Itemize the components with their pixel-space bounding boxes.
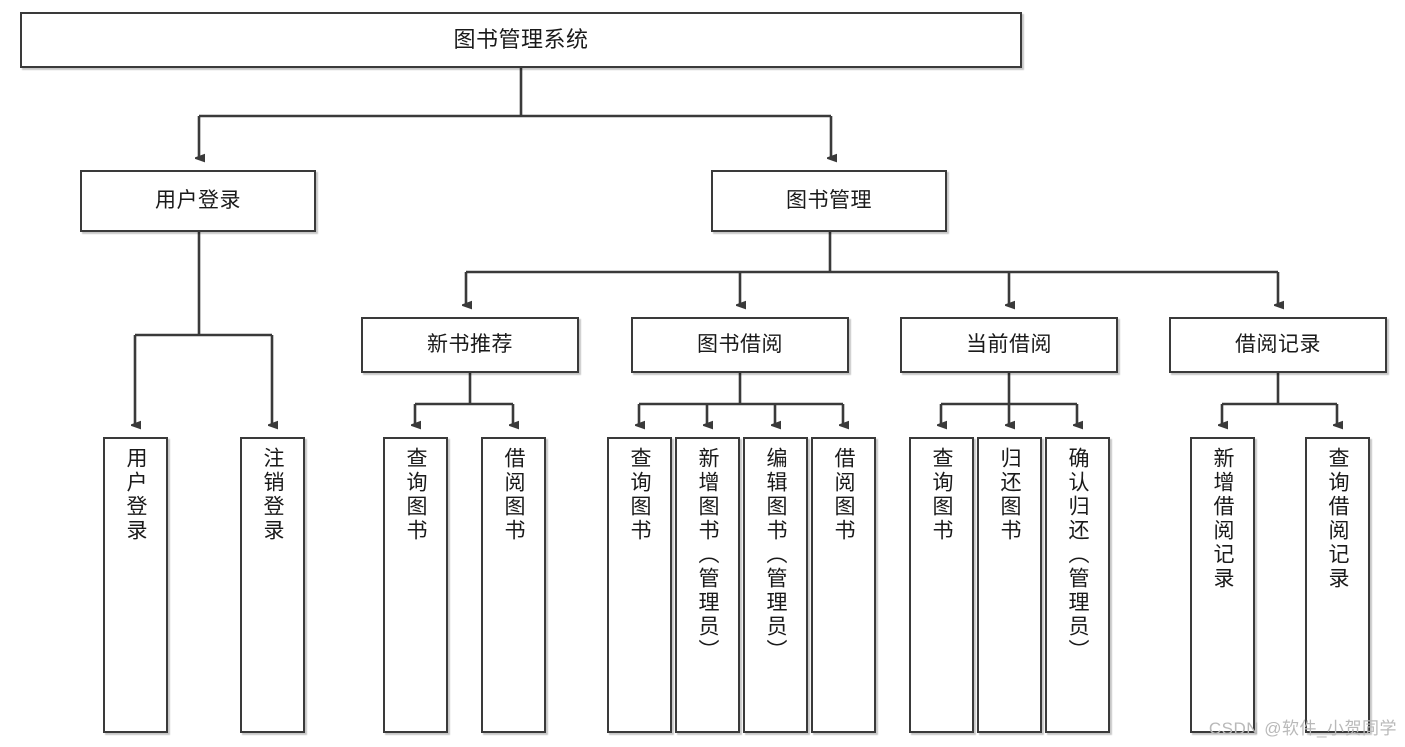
node-borrow-record[interactable]: 借阅记录 bbox=[1169, 317, 1387, 373]
node-label: 新增图书（管理员） bbox=[696, 447, 719, 663]
node-current-borrow[interactable]: 当前借阅 bbox=[900, 317, 1118, 373]
leaf-user-login-logout[interactable]: 注销登录 bbox=[240, 437, 305, 733]
node-label: 用户登录 bbox=[155, 188, 241, 212]
node-label: 借阅图书 bbox=[502, 447, 525, 543]
node-new-book-recommend[interactable]: 新书推荐 bbox=[361, 317, 579, 373]
node-label: 归还图书 bbox=[998, 447, 1021, 543]
leaf-record-query-record[interactable]: 查询借阅记录 bbox=[1305, 437, 1370, 733]
leaf-recommend-borrow-book[interactable]: 借阅图书 bbox=[481, 437, 546, 733]
node-label: 确认归还（管理员） bbox=[1066, 447, 1089, 663]
leaf-recommend-query-book[interactable]: 查询图书 bbox=[383, 437, 448, 733]
leaf-current-return-book[interactable]: 归还图书 bbox=[977, 437, 1042, 733]
node-label: 用户登录 bbox=[124, 447, 147, 543]
node-label: 编辑图书（管理员） bbox=[764, 447, 787, 663]
leaf-borrow-borrow-book[interactable]: 借阅图书 bbox=[811, 437, 876, 733]
node-user-login[interactable]: 用户登录 bbox=[80, 170, 316, 232]
leaf-user-login-login[interactable]: 用户登录 bbox=[103, 437, 168, 733]
node-label: 查询图书 bbox=[404, 447, 427, 543]
node-label: 借阅记录 bbox=[1235, 332, 1321, 356]
node-book-management[interactable]: 图书管理 bbox=[711, 170, 947, 232]
node-book-borrow[interactable]: 图书借阅 bbox=[631, 317, 849, 373]
leaf-current-query-book[interactable]: 查询图书 bbox=[909, 437, 974, 733]
node-label: 图书借阅 bbox=[697, 332, 783, 356]
leaf-record-add-record[interactable]: 新增借阅记录 bbox=[1190, 437, 1255, 733]
leaf-borrow-add-book-admin[interactable]: 新增图书（管理员） bbox=[675, 437, 740, 733]
node-label: 新增借阅记录 bbox=[1211, 447, 1234, 591]
node-label: 注销登录 bbox=[261, 447, 284, 543]
node-label: 查询图书 bbox=[628, 447, 651, 543]
node-label: 新书推荐 bbox=[427, 332, 513, 356]
node-label: 当前借阅 bbox=[966, 332, 1052, 356]
node-label: 借阅图书 bbox=[832, 447, 855, 543]
node-label: 查询图书 bbox=[930, 447, 953, 543]
node-label: 图书管理 bbox=[786, 188, 872, 212]
leaf-borrow-query-book[interactable]: 查询图书 bbox=[607, 437, 672, 733]
leaf-current-confirm-return-admin[interactable]: 确认归还（管理员） bbox=[1045, 437, 1110, 733]
node-label: 图书管理系统 bbox=[453, 26, 589, 52]
watermark-text: CSDN @软件_小贺同学 bbox=[1208, 719, 1397, 738]
node-label: 查询借阅记录 bbox=[1326, 447, 1349, 591]
leaf-borrow-edit-book-admin[interactable]: 编辑图书（管理员） bbox=[743, 437, 808, 733]
node-root-system[interactable]: 图书管理系统 bbox=[20, 12, 1022, 68]
